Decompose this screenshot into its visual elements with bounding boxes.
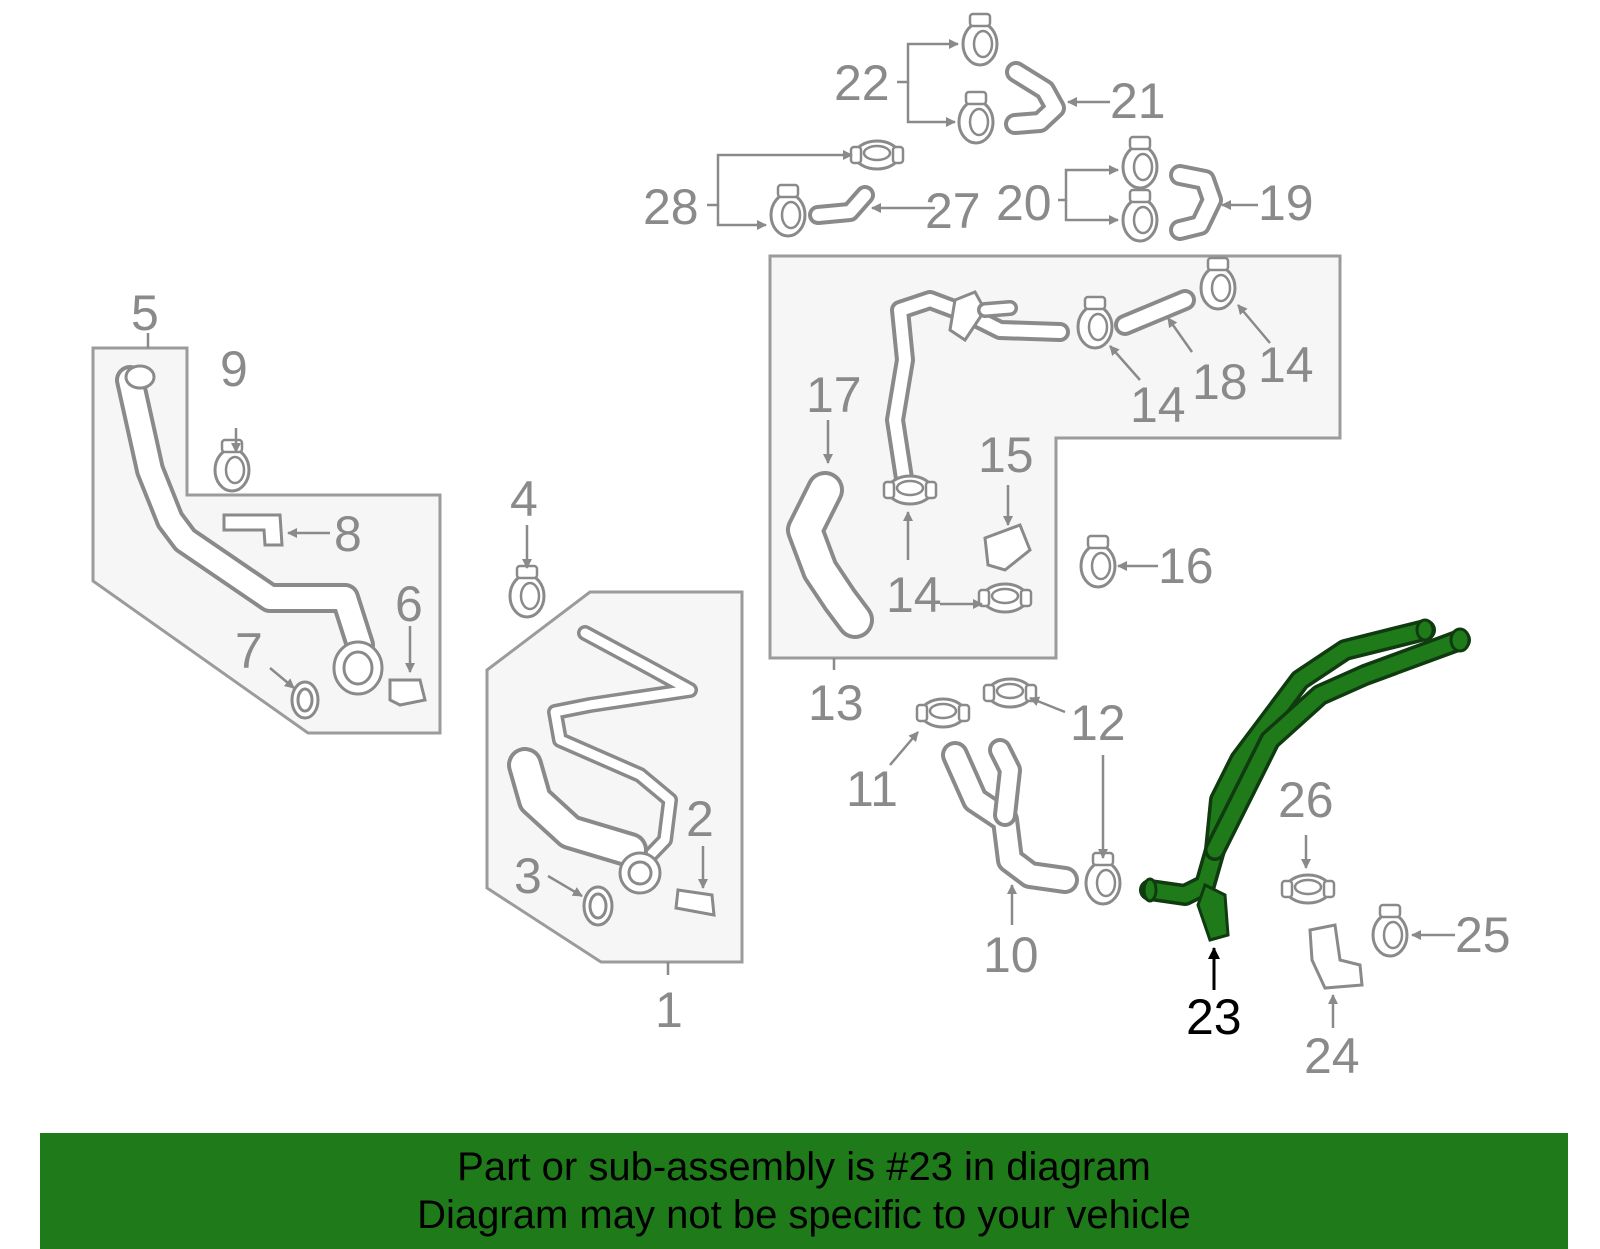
clip-6-drawing [388, 678, 427, 707]
callout-12: 12 [1070, 695, 1126, 751]
pipe-13-drawing [885, 290, 1070, 495]
callout-22: 22 [834, 55, 890, 111]
callout-17: 17 [806, 367, 862, 423]
callout-labels: 1 2 3 4 5 6 7 8 9 10 11 12 13 14 14 14 1… [131, 55, 1511, 1084]
callout-14-b: 14 [1258, 337, 1314, 393]
callout-20: 20 [996, 175, 1052, 231]
callout-5: 5 [131, 285, 159, 341]
callout-14-c: 14 [886, 567, 942, 623]
callout-19: 19 [1258, 175, 1314, 231]
callout-23: 23 [1186, 989, 1242, 1045]
hose-27-drawing [808, 185, 875, 225]
callout-18: 18 [1192, 354, 1248, 410]
banner-line-1: Part or sub-assembly is #23 in diagram [457, 1145, 1151, 1189]
hose-assembly-1-drawing [507, 625, 698, 895]
hose-10-drawing [941, 738, 1079, 894]
o-ring-7-drawing [290, 680, 320, 720]
callout-7: 7 [235, 623, 263, 679]
callout-10: 10 [983, 927, 1039, 983]
leader-lines [231, 39, 1455, 1028]
elbow-15-drawing [983, 523, 1032, 572]
banner-line-2: Diagram may not be specific to your vehi… [417, 1193, 1191, 1237]
callout-16: 16 [1158, 538, 1214, 594]
callout-15: 15 [978, 427, 1034, 483]
hose-17-drawing [786, 471, 874, 639]
hose-assembly-5-drawing [115, 364, 384, 696]
callout-11: 11 [846, 761, 898, 817]
info-banner: Part or sub-assembly is #23 in diagram D… [40, 1133, 1568, 1249]
callout-21: 21 [1110, 73, 1166, 129]
callout-27: 27 [925, 183, 981, 239]
callout-2: 2 [686, 791, 714, 847]
assembly-box-5 [91, 333, 442, 735]
clip-2-drawing [674, 888, 716, 917]
assembly-box-13 [768, 254, 1342, 670]
callout-14-a: 14 [1130, 377, 1186, 433]
callout-8: 8 [334, 506, 362, 562]
callout-1: 1 [655, 982, 683, 1038]
callout-26: 26 [1278, 772, 1334, 828]
callout-6: 6 [395, 576, 423, 632]
bracket-8-drawing [222, 513, 284, 547]
hose-18-drawing [1114, 289, 1196, 336]
callout-13: 13 [808, 675, 864, 731]
callout-9: 9 [220, 341, 248, 397]
elbow-24-drawing [1308, 923, 1364, 990]
callout-25: 25 [1455, 907, 1511, 963]
callout-4: 4 [510, 471, 538, 527]
callout-28: 28 [643, 179, 699, 235]
callout-24: 24 [1304, 1028, 1360, 1084]
hose-19-drawing [1169, 164, 1223, 241]
assembly-box-1 [485, 564, 744, 975]
highlighted-pipe-23 [1139, 618, 1471, 942]
hose-21-drawing [1004, 61, 1066, 135]
o-ring-3-drawing [582, 885, 614, 927]
callout-3: 3 [514, 848, 542, 904]
